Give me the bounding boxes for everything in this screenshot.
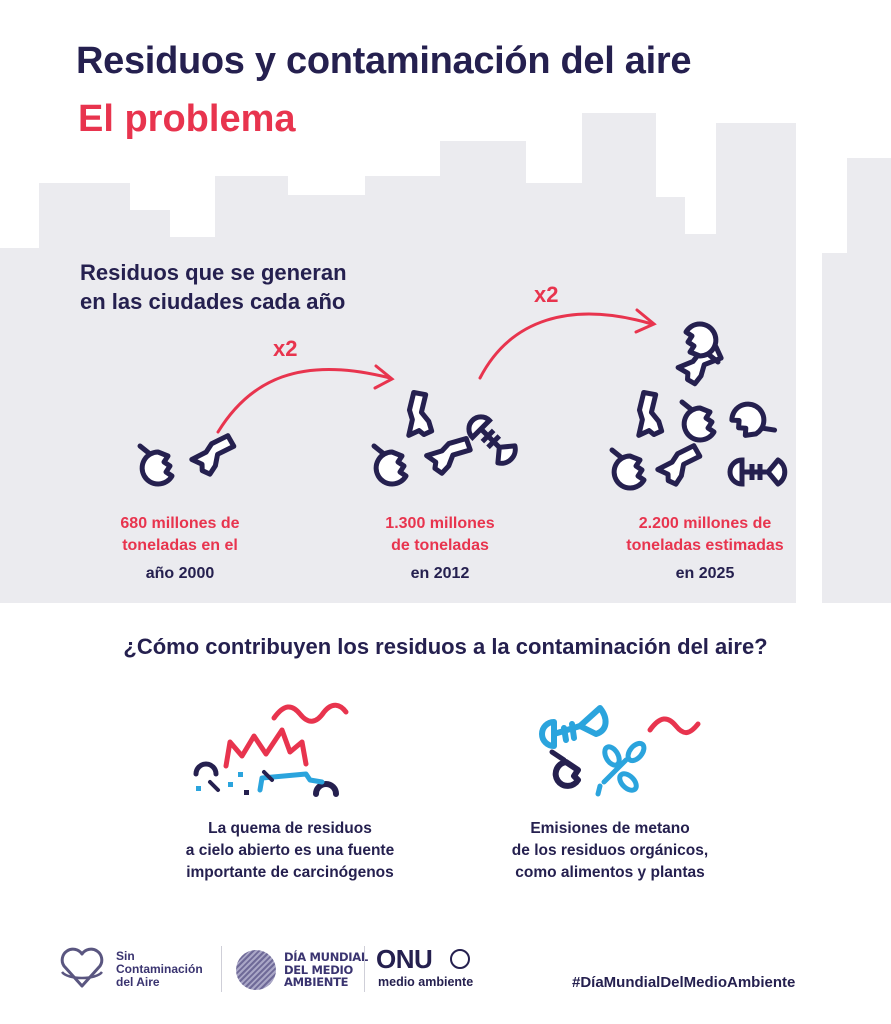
caption-line: importante de carcinógenos	[186, 864, 394, 881]
stat-amount-line1: 680 millones de	[120, 515, 240, 532]
sin-contaminacion-logo-icon	[58, 946, 106, 990]
sin-contaminacion-logo-text: Sin Contaminación del Aire	[116, 950, 203, 989]
growth-arrow-1-icon	[216, 364, 395, 434]
caption-line: como alimentos y plantas	[515, 864, 705, 881]
caption-line: La quema de residuos	[208, 820, 372, 837]
stat-2000: 680 millones de toneladas en el año 2000	[80, 513, 280, 585]
footer-divider	[364, 946, 365, 992]
waste-pile-small-icon	[140, 435, 240, 484]
page-subtitle: El problema	[78, 98, 296, 140]
logo-text-line: del Aire	[116, 975, 160, 989]
waste-heading-line2: en las ciudades cada año	[80, 289, 346, 314]
onu-medio-ambiente-text: medio ambiente	[378, 975, 474, 989]
open-burning-icon	[193, 702, 349, 797]
logo-text-line: DÍA MUNDIAL	[284, 950, 368, 964]
dia-mundial-logo-text: DÍA MUNDIAL DEL MEDIO AMBIENTE	[284, 951, 368, 989]
stat-amount-line2: de toneladas	[391, 537, 489, 554]
stat-amount-line2: toneladas en el	[122, 537, 238, 554]
logo-text-line: Sin	[116, 949, 135, 963]
waste-section-heading: Residuos que se generan en las ciudades …	[80, 258, 347, 316]
waste-heading-line1: Residuos que se generan	[80, 260, 347, 285]
caption-line: a cielo abierto es una fuente	[185, 842, 395, 859]
stat-2012: 1.300 millones de toneladas en 2012	[340, 513, 540, 585]
stat-amount-line2: toneladas estimadas	[626, 537, 784, 554]
multiplier-label-1: x2	[273, 336, 298, 361]
multiplier-label-2: x2	[534, 282, 559, 307]
cause-caption-burning: La quema de residuos a cielo abierto es …	[150, 818, 430, 884]
logo-text-line: DEL MEDIO	[284, 962, 353, 977]
onu-logo-text: ONU	[376, 944, 433, 974]
stat-year: año 2000	[145, 565, 215, 582]
page-title: Residuos y contaminación del aire	[76, 40, 692, 82]
logo-text-line: Contaminación	[116, 962, 203, 976]
stat-2025: 2.200 millones de toneladas estimadas en…	[590, 513, 820, 585]
growth-arrow-2-icon	[478, 308, 657, 380]
growth-arrows	[216, 308, 657, 434]
cause-caption-methane: Emisiones de metano de los residuos orgá…	[470, 818, 750, 884]
caption-line: de los residuos orgánicos,	[511, 842, 709, 859]
causes-question-heading: ¿Cómo contribuyen los residuos a la cont…	[123, 634, 768, 659]
waste-pile-medium-icon	[374, 391, 520, 484]
footer-divider	[221, 946, 222, 992]
cause-icons-layer	[193, 702, 701, 797]
waste-pile-large-icon	[612, 324, 785, 488]
hashtag: #DíaMundialDelMedioAmbiente	[572, 974, 796, 991]
organic-waste-methane-icon	[539, 705, 701, 797]
dia-mundial-logo-icon	[236, 950, 276, 990]
stat-year: en 2025	[675, 565, 735, 582]
caption-line: Emisiones de metano	[530, 820, 690, 837]
un-emblem-icon	[450, 949, 470, 969]
stat-amount-line1: 1.300 millones	[385, 515, 495, 532]
stat-amount-line1: 2.200 millones de	[638, 515, 772, 532]
stat-year: en 2012	[410, 565, 470, 582]
logo-text-line: AMBIENTE	[284, 975, 349, 989]
